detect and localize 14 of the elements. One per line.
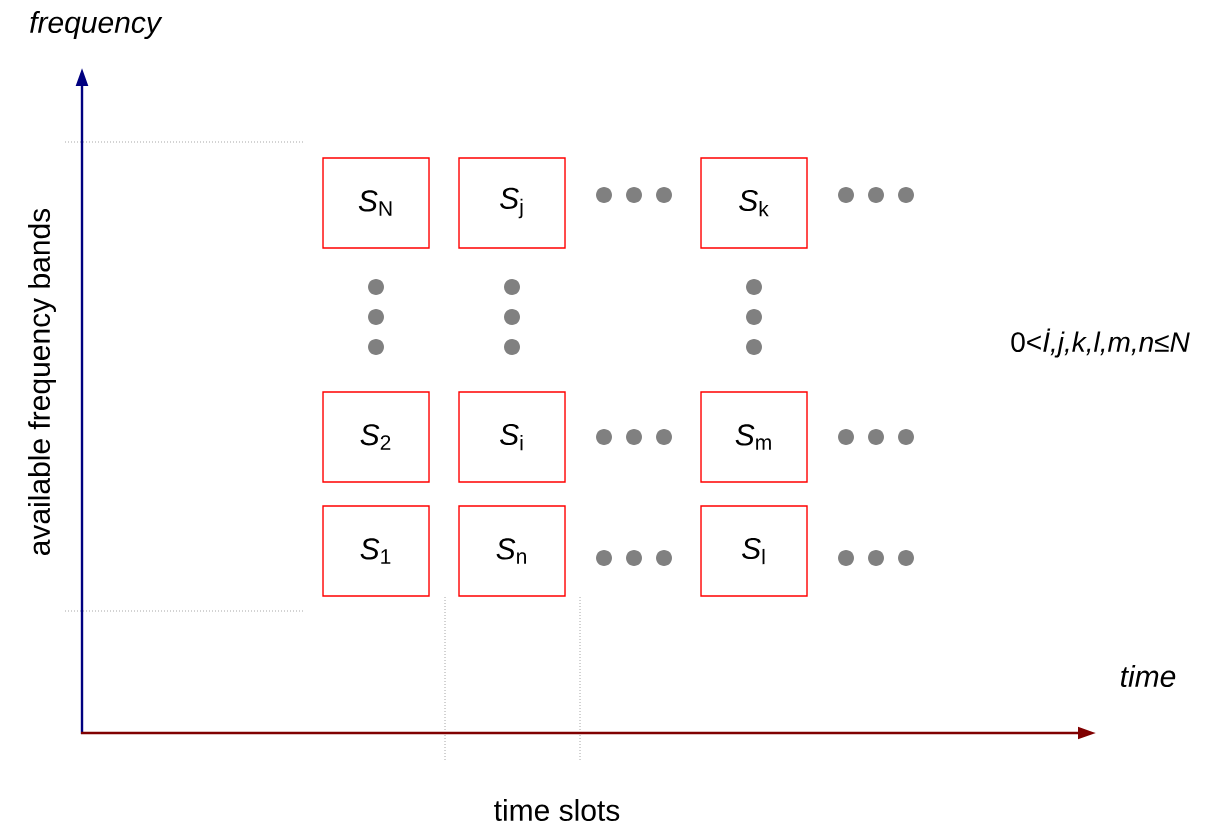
- slot-box: S$_{N}$: [322, 157, 430, 249]
- axis-label: frequency: [30, 11, 163, 39]
- axis-label: time slots: [494, 799, 620, 821]
- slot-box: S$_{i}$: [458, 391, 566, 483]
- slot-box: S$_{l}$: [700, 505, 808, 597]
- axis-label: available frequency bands: [28, 208, 56, 555]
- slot-box: S$_{n}$: [458, 505, 566, 597]
- axis-label: time: [1121, 665, 1176, 687]
- slot-box: S$_{j}$: [458, 157, 566, 249]
- slot-box: S$_{1}$: [322, 505, 430, 597]
- slot-box: S$_{2}$: [322, 391, 430, 483]
- constraint-note: 0<İ,j,k,l,m,n≤N: [1011, 328, 1190, 358]
- slot-box: S$_{m}$: [700, 391, 808, 483]
- slot-box: S$_{k}$: [700, 157, 808, 249]
